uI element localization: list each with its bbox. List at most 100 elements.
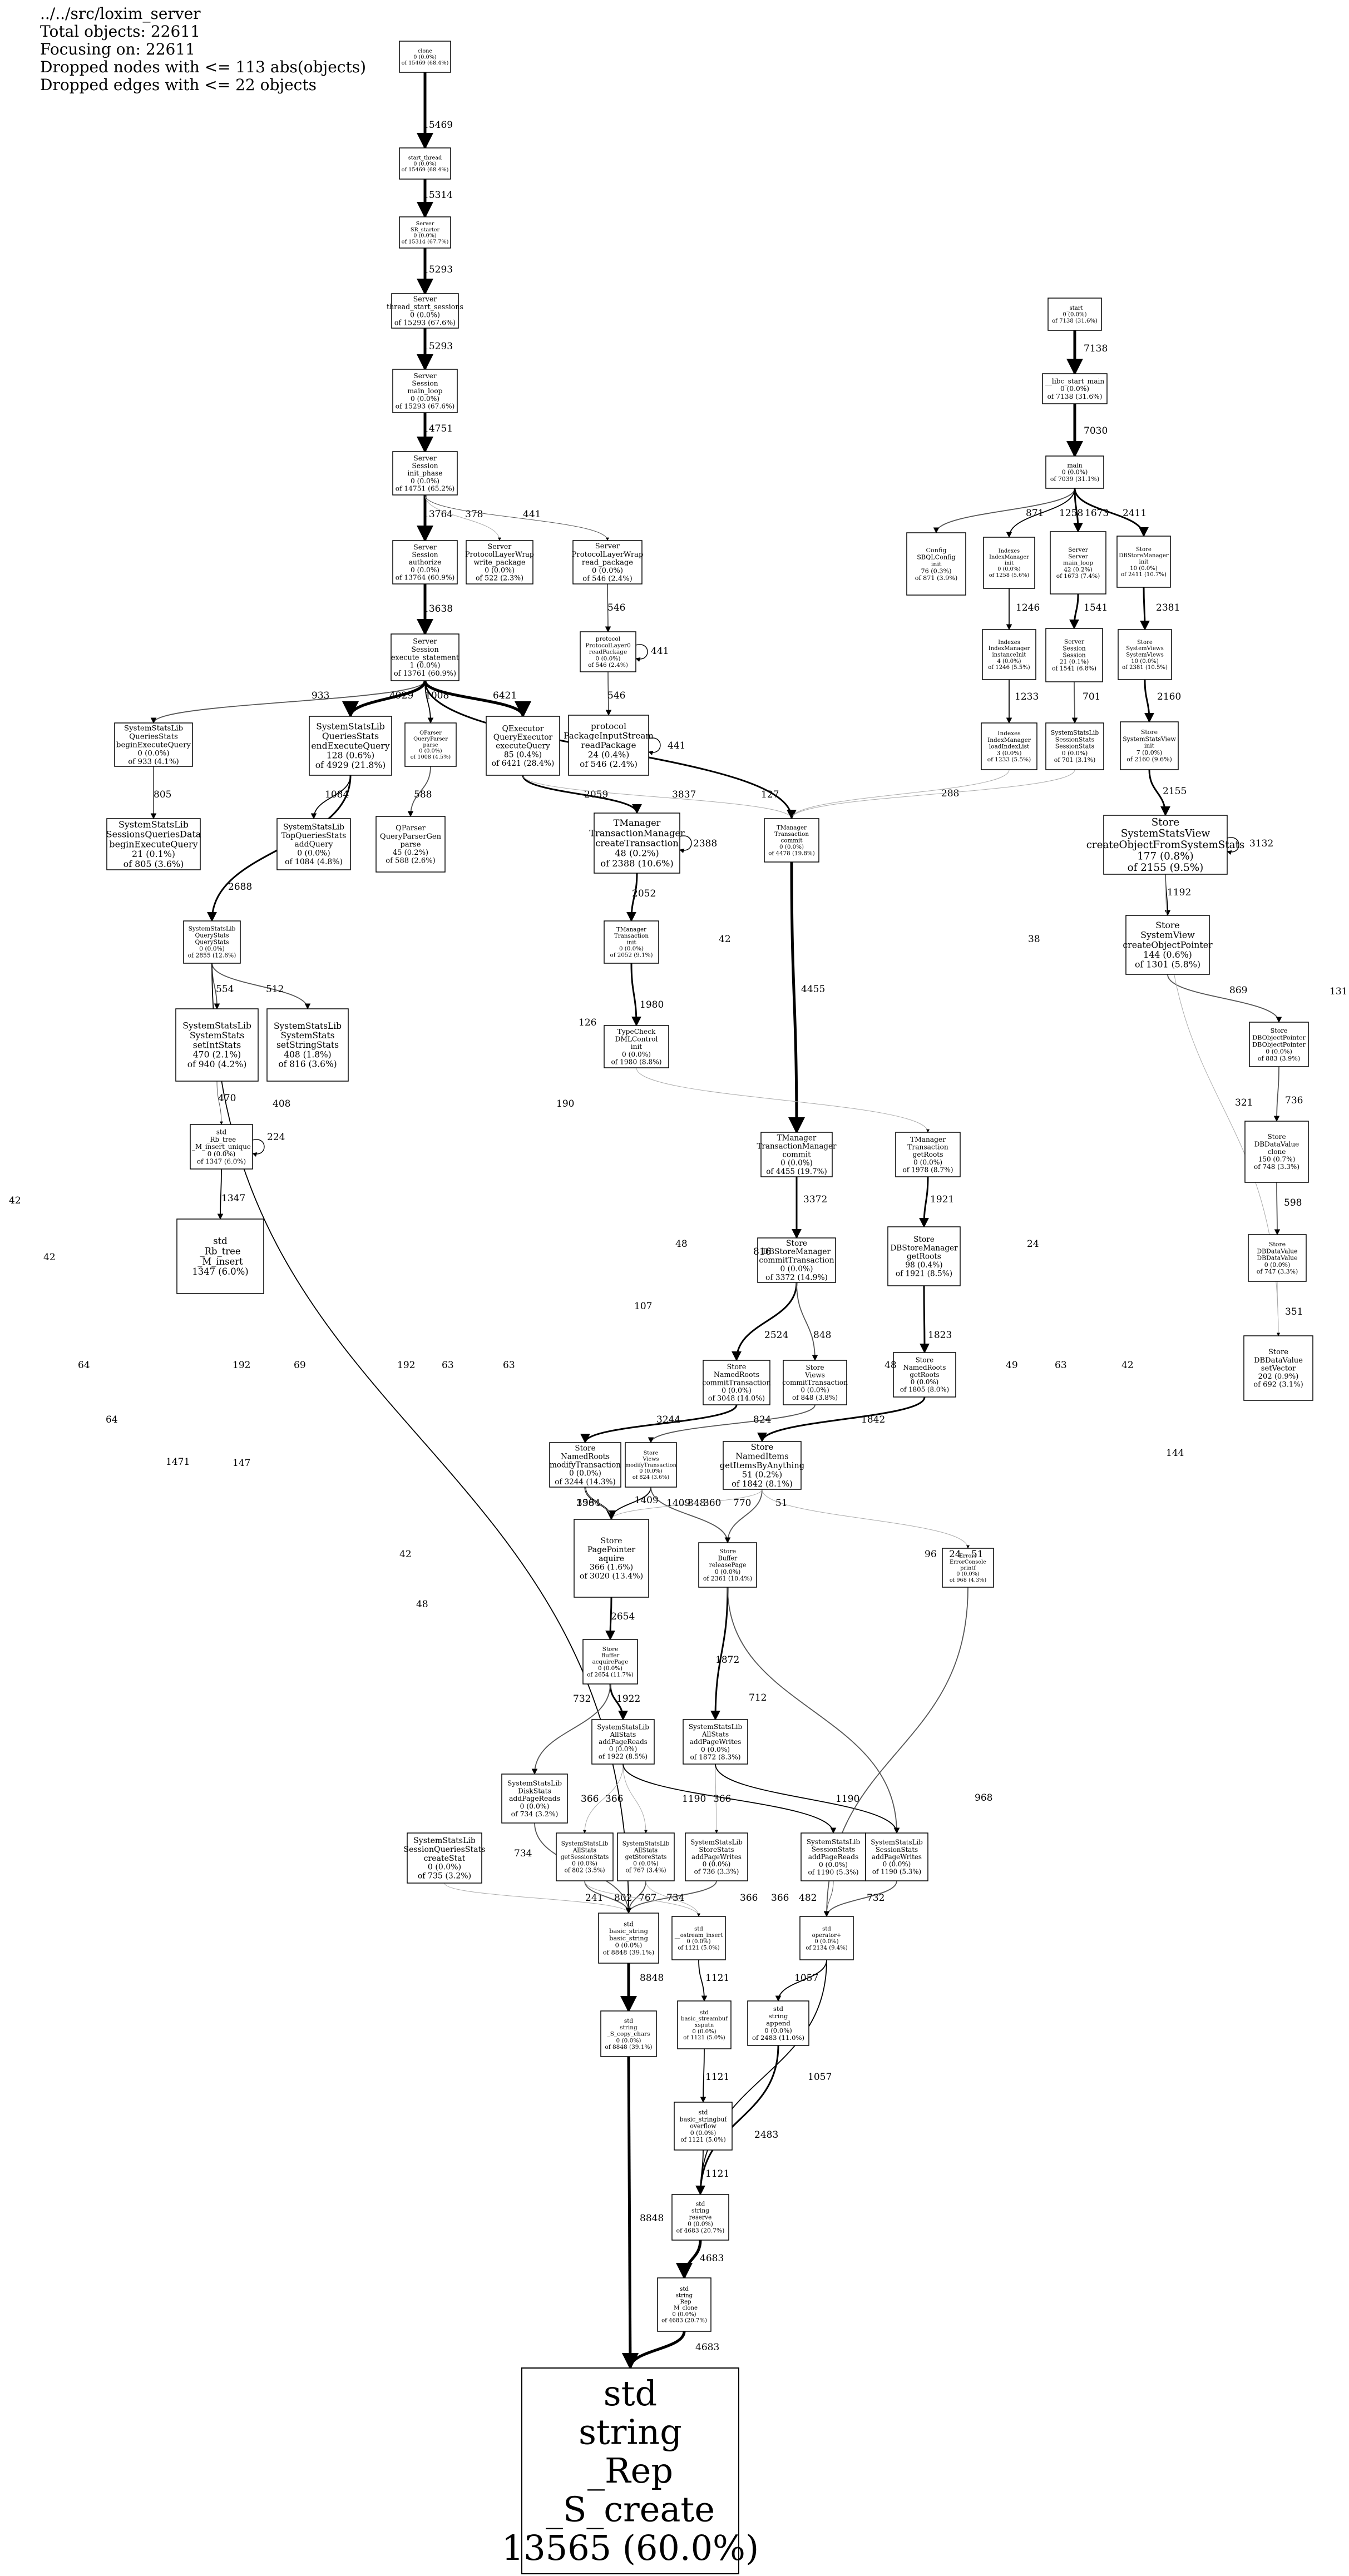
self-loop-pkg_stream — [648, 737, 661, 756]
node-text-top_qstats-0: SystemStatsLib — [283, 823, 344, 832]
node-box-q_exec_bq — [114, 722, 193, 767]
node-text-store_systemstatsview_init-0: Store — [1141, 729, 1158, 736]
node-text-sess_qd_bq-4: of 805 (3.6%) — [123, 859, 184, 869]
node-text-libc_start-0: __libc_start_main — [1045, 377, 1105, 385]
stray-edge-label: 64 — [106, 1414, 118, 1425]
node-box-tm_commit — [764, 818, 819, 863]
edge-label-qparser_parse-to-qparser_gen: 588 — [414, 789, 432, 800]
node-text-store_systemstatsview_init-2: init — [1144, 742, 1155, 750]
edge-label-server_start-to-server_session: 1541 — [1084, 602, 1108, 613]
node-text-views_commit-4: of 848 (3.8%) — [792, 1394, 838, 1401]
graph-header: ../../src/loxim_server Total objects: 22… — [40, 4, 366, 94]
node-text-authorize-4: of 13764 (60.9%) — [396, 574, 455, 582]
edge-label-qstats_end-to-qstats_qstats: 2688 — [228, 881, 252, 893]
node-box-index_mgr_load — [981, 722, 1037, 770]
stray-edge-label: 144 — [1166, 1448, 1184, 1459]
node-box-ostream_insert — [671, 1916, 726, 1960]
node-text-op_plus-2: 0 (0.0%) — [814, 1938, 838, 1945]
node-text-qparser_parse-2: parse — [423, 742, 438, 748]
node-sq_create: SystemStatsLibSessionQueriesStatscreateS… — [404, 1832, 485, 1884]
node-text-qstats_qstats-2: QueryStats — [195, 939, 229, 946]
node-box-tm_tm_commit — [760, 1132, 833, 1177]
node-text-sr_starter-2: 0 (0.0%) — [413, 233, 437, 239]
header-line-0: ../../src/loxim_server — [40, 4, 201, 23]
edge-label-tm_init-to-dmlcontrol: 1980 — [640, 999, 664, 1010]
edge-string_append-to-string_reserve — [695, 2045, 779, 2196]
node-box-sess_stats_create — [1045, 722, 1104, 770]
node-text-start_thread-0: start_thread — [408, 155, 442, 161]
node-text-rep_clone-5: of 4683 (20.7%) — [661, 2317, 707, 2324]
node-text-basic_string-1: basic_string — [609, 1927, 648, 1935]
stray-edge-label: 24 — [1027, 1239, 1039, 1250]
node-box-allstats_addpageread — [591, 1719, 655, 1765]
node-text-dbdatavalue_clone-2: clone — [1268, 1148, 1286, 1156]
node-text-index_mgr_instance-0: Indexes — [998, 640, 1020, 646]
node-text-qstats_qstats-4: of 2855 (12.6%) — [188, 952, 236, 959]
node-text-dbobjectpointer-1: DBObjectPointer — [1252, 1034, 1306, 1041]
node-box-qparser_parse — [404, 722, 457, 767]
node-text-rb_insert-3: 1347 (6.0%) — [192, 1266, 248, 1277]
node-text-thread_start-0: Server — [413, 295, 438, 303]
node-text-tm_getroots-4: of 1978 (8.7%) — [902, 1166, 953, 1174]
node-text-sessstats_pagewrite-1: SessionStats — [876, 1846, 918, 1854]
node-box-libc_start — [1042, 373, 1108, 404]
node-box-store_systemviews — [1118, 629, 1172, 680]
edge-init_phase-to-read_package — [424, 494, 609, 541]
node-text-views_commit-3: 0 (0.0%) — [800, 1386, 829, 1394]
edge-server_session-to-sess_stats_create — [1071, 681, 1078, 724]
edge-label-string_append-to-string_reserve: 2483 — [754, 2129, 778, 2141]
node-text-execute_statement-4: of 13761 (60.9%) — [394, 670, 456, 678]
node-text-allstats_addpageread-3: 0 (0.0%) — [609, 1745, 637, 1753]
node-box-main_loop — [392, 369, 458, 413]
node-text-qparser_parse-1: QueryParser — [413, 736, 448, 742]
node-text-allstats_addpagewrite-1: AllStats — [701, 1730, 729, 1738]
node-box-views_modify — [625, 1442, 677, 1488]
node-box-server_session — [1045, 628, 1103, 682]
node-text-top_qstats-2: addQuery — [294, 840, 333, 849]
edge-label-dstats_addpageread-to-basic_string: 734 — [514, 1848, 532, 1859]
node-box-strbuf_xsputn — [677, 2000, 732, 2049]
node-text-strbuf_xsputn-1: basic_streambuf — [681, 2016, 728, 2022]
edge-sess_stats_create-to-tm_commit — [790, 769, 1075, 819]
edge-label-store_dbsm_commit-to-views_commit: 848 — [813, 1330, 831, 1341]
node-box-nr_getroots — [893, 1352, 956, 1398]
edge-qstats_qstats-to-setstr — [211, 963, 311, 1010]
node-text-tm_create-3: 48 (0.2%) — [615, 848, 659, 859]
node-text-buffer_releasepage-0: Store — [719, 1548, 736, 1555]
edge-label-main_loop-to-init_phase: 14751 — [423, 423, 453, 434]
edge-label-rep_clone-to-rep_create: 4683 — [695, 2342, 719, 2353]
edge-label-init_phase-to-read_package: 441 — [523, 509, 541, 520]
node-text-string_s_copy-3: 0 (0.0%) — [616, 2037, 641, 2044]
stray-edge-label: 96 — [925, 1549, 937, 1560]
node-text-rb_insert_unique-1: _Rb_tree — [207, 1136, 236, 1143]
edge-label-tm_commit-to-tm_tm_commit: 4455 — [801, 984, 825, 995]
node-text-dbdatavalue_db-4: of 747 (3.3%) — [1257, 1268, 1298, 1275]
edge-label-allstats_store-to-ostream_insert: 366 — [771, 1893, 789, 1904]
node-text-errors_printf-4: of 968 (4.3%) — [950, 1577, 986, 1583]
node-text-sq_create-0: SystemStatsLib — [413, 1836, 476, 1845]
node-text-errors_printf-1: ErrorConsole — [950, 1559, 986, 1565]
node-text-dstats_addpageread-0: SystemStatsLib — [507, 1779, 562, 1787]
node-text-rep_clone-2: _Rep — [677, 2299, 691, 2305]
node-text-views_commit-1: Views — [804, 1371, 825, 1379]
node-text-server_start-4: of 1673 (7.4%) — [1056, 573, 1100, 579]
edge-label-allstats_addpageread-to-allstats_sess: 366 — [581, 1794, 599, 1805]
edge-label-string_reserve-to-rep_clone: 4683 — [700, 2253, 724, 2264]
header-line-3: Dropped nodes with <= 113 abs(objects) — [40, 58, 366, 76]
node-text-rep_clone-1: string — [676, 2292, 693, 2298]
node-text-qparser_gen-2: parse — [401, 840, 421, 849]
node-text-sstats_pagewrite-1: StoreStats — [699, 1846, 734, 1854]
node-box-tm_create — [594, 813, 680, 874]
node-text-store_dbsm_getroots-2: getRoots — [907, 1252, 941, 1261]
